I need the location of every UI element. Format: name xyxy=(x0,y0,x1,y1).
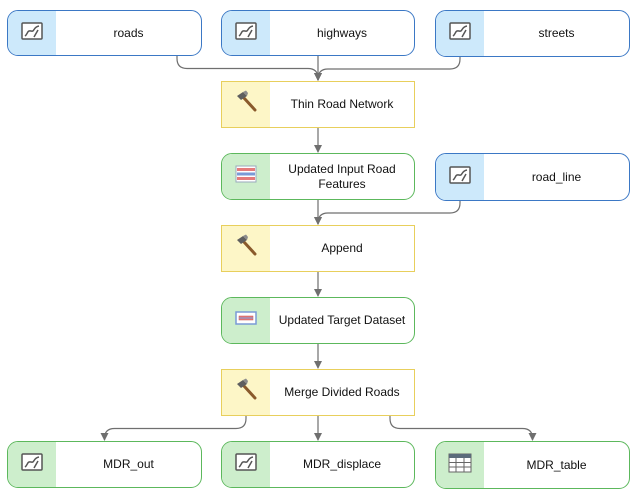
node-mdr-table[interactable]: MDR_table xyxy=(435,441,630,489)
node-highways-icon-area xyxy=(222,11,270,55)
node-updated-input-road-features[interactable]: Updated Input Road Features xyxy=(221,153,415,200)
node-roads-icon-area xyxy=(8,11,56,55)
node-updated-input-road-features-icon-area xyxy=(222,154,270,199)
layer-icon xyxy=(234,164,258,189)
node-thin-road-network-label: Thin Road Network xyxy=(290,97,394,111)
node-thin-road-network[interactable]: Thin Road Network xyxy=(221,81,415,128)
node-highways[interactable]: highways xyxy=(221,10,415,56)
hammer-icon xyxy=(234,378,258,407)
dataset-icon xyxy=(234,309,258,332)
feature-class-icon xyxy=(235,21,257,45)
node-highways-label: highways xyxy=(316,25,368,40)
feature-class-icon xyxy=(449,165,471,189)
node-streets-label: streets xyxy=(538,26,575,40)
node-mdr-out-icon-area xyxy=(8,442,56,487)
feature-class-icon xyxy=(21,453,43,476)
node-updated-input-road-features-label: Updated Input Road Features xyxy=(288,161,396,191)
node-streets-icon-area xyxy=(436,11,484,56)
connector-merge-divided-roads-to-mdr-table xyxy=(389,416,537,441)
node-mdr-table-label: MDR_table xyxy=(526,457,587,472)
node-roads-label: roads xyxy=(113,25,144,40)
connector-streets-to-thin-road-network xyxy=(314,57,461,81)
node-roads[interactable]: roads xyxy=(7,10,202,56)
node-updated-target-dataset[interactable]: Updated Target Dataset xyxy=(221,297,415,344)
connector-merge-divided-roads-to-mdr-out xyxy=(100,416,247,441)
connector-road-line-to-append xyxy=(314,201,461,225)
node-updated-target-dataset-icon-area xyxy=(222,298,270,343)
node-append-icon-area xyxy=(222,226,270,271)
feature-class-icon xyxy=(235,453,257,476)
feature-class-icon xyxy=(449,22,471,45)
node-road-line[interactable]: road_line xyxy=(435,153,630,201)
node-mdr-displace[interactable]: MDR_displace xyxy=(221,441,415,488)
node-mdr-table-icon-area xyxy=(436,442,484,488)
node-mdr-out-label: MDR_out xyxy=(103,457,154,471)
node-thin-road-network-icon-area xyxy=(222,82,270,127)
node-road-line-icon-area xyxy=(436,154,484,200)
hammer-icon xyxy=(234,234,258,263)
node-mdr-displace-label: MDR_displace xyxy=(302,457,382,471)
node-updated-target-dataset-label: Updated Target Dataset xyxy=(278,313,406,327)
node-mdr-out[interactable]: MDR_out xyxy=(7,441,202,488)
node-append-label: Append xyxy=(321,241,363,255)
connector-roads-to-thin-road-network xyxy=(176,56,322,81)
node-road-line-label: road_line xyxy=(531,169,582,184)
hammer-icon xyxy=(234,90,258,119)
node-merge-divided-roads[interactable]: Merge Divided Roads xyxy=(221,369,415,416)
node-streets[interactable]: streets xyxy=(435,10,630,57)
table-icon xyxy=(448,453,472,478)
node-merge-divided-roads-label: Merge Divided Roads xyxy=(284,385,400,399)
feature-class-icon xyxy=(21,21,43,45)
node-merge-divided-roads-icon-area xyxy=(222,370,270,415)
node-append[interactable]: Append xyxy=(221,225,415,272)
node-mdr-displace-icon-area xyxy=(222,442,270,487)
